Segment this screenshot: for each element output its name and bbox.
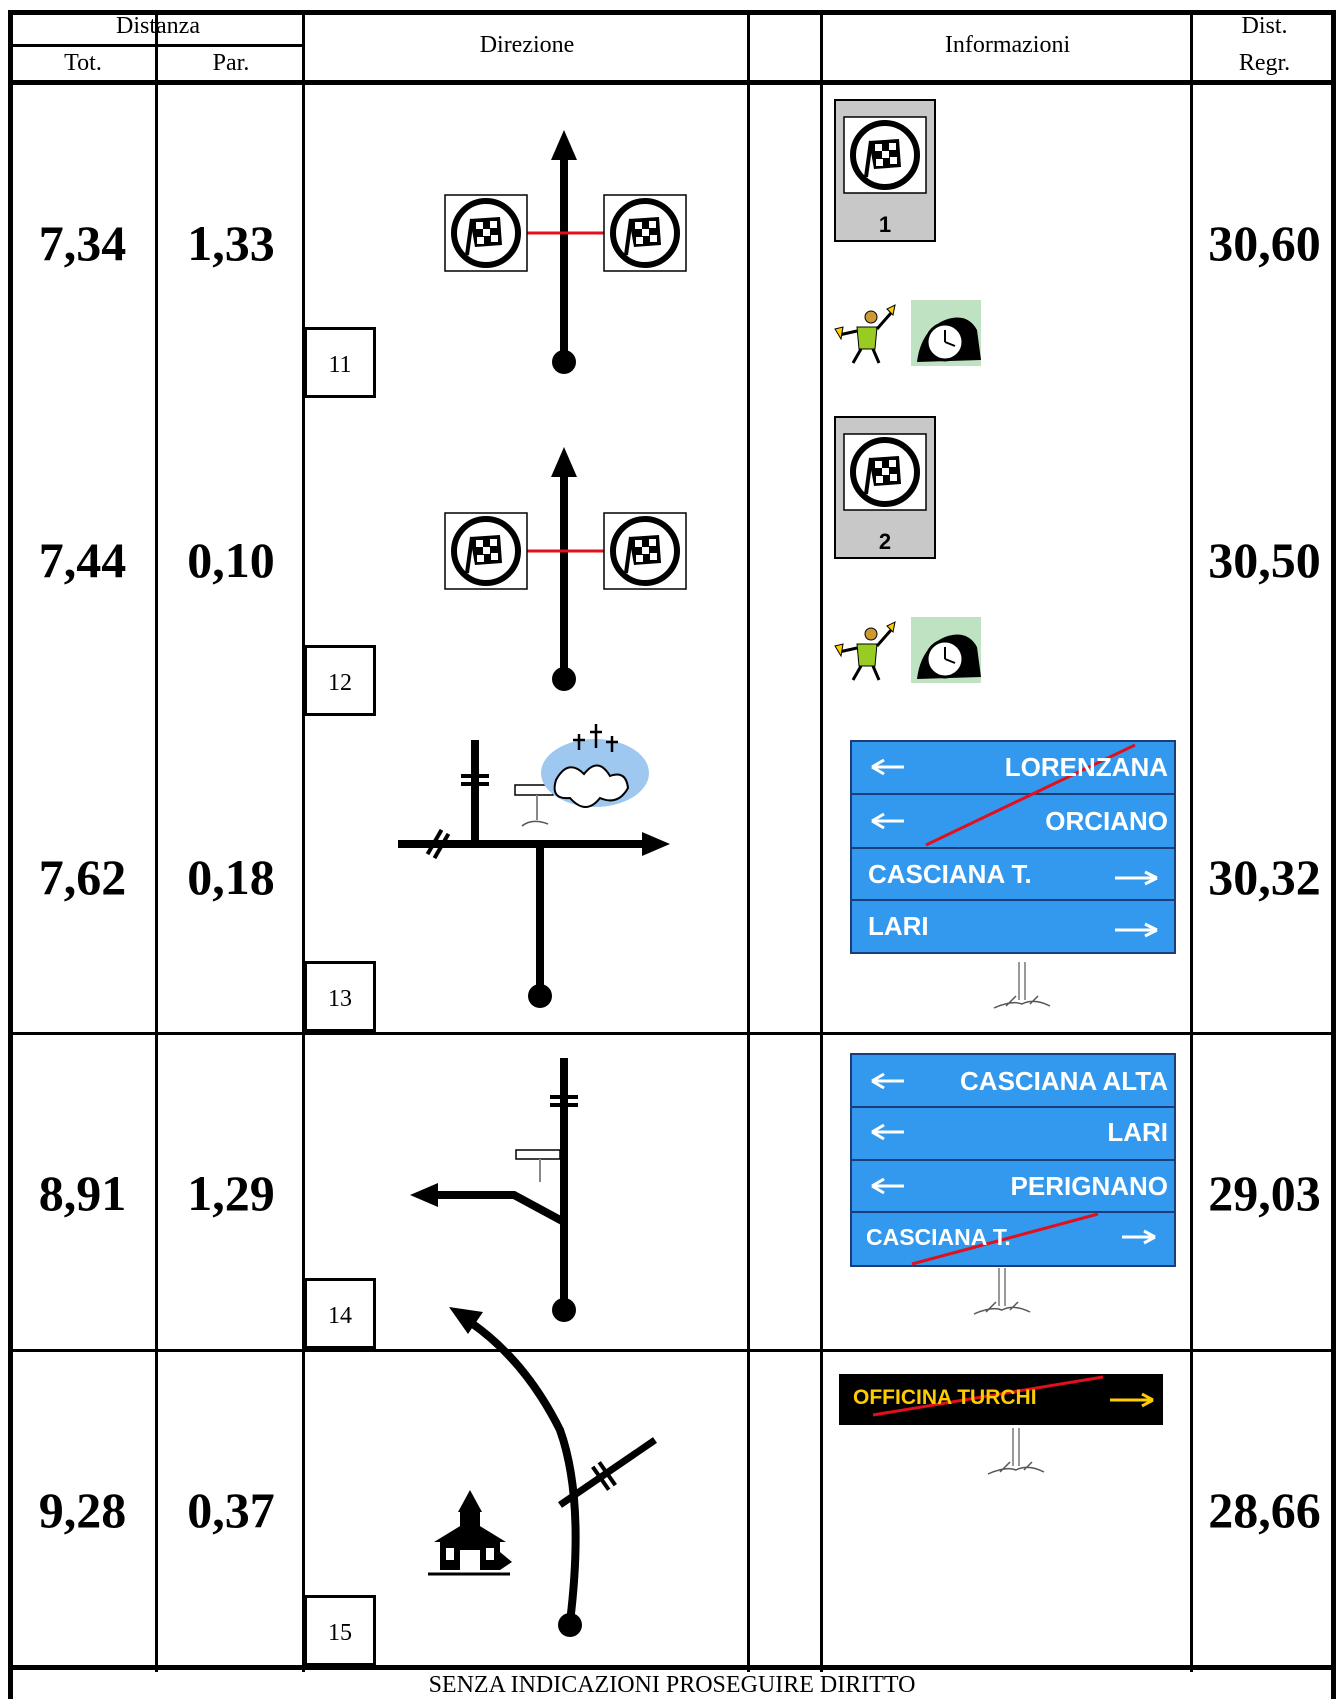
sign-officina-turchi: OFFICINA TURCHI xyxy=(853,1386,1037,1409)
row-par: 0,10 xyxy=(187,532,275,588)
marshal-icon xyxy=(833,620,897,684)
church-icon xyxy=(428,1490,512,1576)
tulip-diagram-15 xyxy=(428,1307,657,1637)
direction-signs-13 xyxy=(850,740,1176,1009)
footer-note: SENZA INDICAZIONI PROSEGUIRE DIRITTO xyxy=(428,1672,916,1698)
header-tot: Tot. xyxy=(64,50,102,76)
header-distanza: Distanza xyxy=(116,13,200,39)
row-regr: 30,60 xyxy=(1208,215,1321,271)
roadbook-table xyxy=(8,10,1336,1699)
header-bottom xyxy=(8,80,1336,85)
row-tot: 9,28 xyxy=(38,1482,127,1538)
sign-lorenzana: LORENZANA xyxy=(1004,752,1168,782)
control-sign-1 xyxy=(834,99,936,242)
sign-lari: LARI xyxy=(868,911,929,941)
direction-signs-14 xyxy=(850,1053,1176,1315)
col-divider xyxy=(302,10,305,1672)
sign-lari: LARI xyxy=(1107,1117,1168,1147)
header-divider xyxy=(8,44,304,47)
row-par: 0,37 xyxy=(187,1482,275,1538)
row-par: 1,29 xyxy=(187,1165,275,1221)
row-tot: 8,91 xyxy=(38,1165,127,1221)
tulip-diagram-12 xyxy=(445,447,686,691)
row-tot: 7,44 xyxy=(38,532,127,588)
row-regr: 28,66 xyxy=(1208,1482,1321,1538)
reference-number: 11 xyxy=(304,327,376,398)
sign-casciana-t: CASCIANA T. xyxy=(868,859,1032,889)
reference-number: 12 xyxy=(304,645,376,716)
header-direzione: Direzione xyxy=(479,32,575,58)
sign-casciana-t: CASCIANA T. xyxy=(866,1224,1011,1250)
row-tot: 7,62 xyxy=(38,849,127,905)
col-divider xyxy=(155,1032,158,1672)
col-divider xyxy=(747,10,750,1672)
row-divider xyxy=(8,1349,1336,1352)
control-sign-2 xyxy=(834,416,936,559)
sign-perignano: PERIGNANO xyxy=(1010,1171,1168,1201)
sign-orciano: ORCIANO xyxy=(1045,806,1168,836)
row-regr: 30,32 xyxy=(1208,849,1321,905)
reference-number: 13 xyxy=(304,961,376,1032)
row-regr: 30,50 xyxy=(1208,532,1321,588)
reference-number: 14 xyxy=(304,1278,376,1349)
col-divider xyxy=(1190,10,1193,1672)
business-sign-15 xyxy=(839,1374,1163,1475)
control-number: 1 xyxy=(878,212,892,237)
row-par: 1,33 xyxy=(187,215,275,271)
tulip-diagram-11 xyxy=(445,130,686,374)
marshal-icon xyxy=(833,303,897,367)
tulip-diagram-13 xyxy=(398,724,670,1008)
col-divider xyxy=(155,10,158,1046)
stopwatch-icon xyxy=(909,615,983,685)
sign-casciana-alta: CASCIANA ALTA xyxy=(960,1066,1168,1096)
col-divider xyxy=(820,10,823,1672)
header-informazioni: Informazioni xyxy=(944,32,1071,58)
header-par: Par. xyxy=(212,50,250,76)
row-tot: 7,34 xyxy=(38,215,127,271)
row-regr: 29,03 xyxy=(1208,1165,1321,1221)
tulip-diagram-14 xyxy=(410,1058,580,1322)
footer-divider xyxy=(8,1665,1336,1670)
header-regr: Regr. xyxy=(1238,50,1291,76)
row-par: 0,18 xyxy=(187,849,275,905)
reference-number: 15 xyxy=(304,1595,376,1666)
header-dist: Dist. xyxy=(1241,13,1288,39)
control-number: 2 xyxy=(878,529,892,554)
stopwatch-icon xyxy=(909,298,983,368)
row-divider xyxy=(8,1032,1336,1035)
